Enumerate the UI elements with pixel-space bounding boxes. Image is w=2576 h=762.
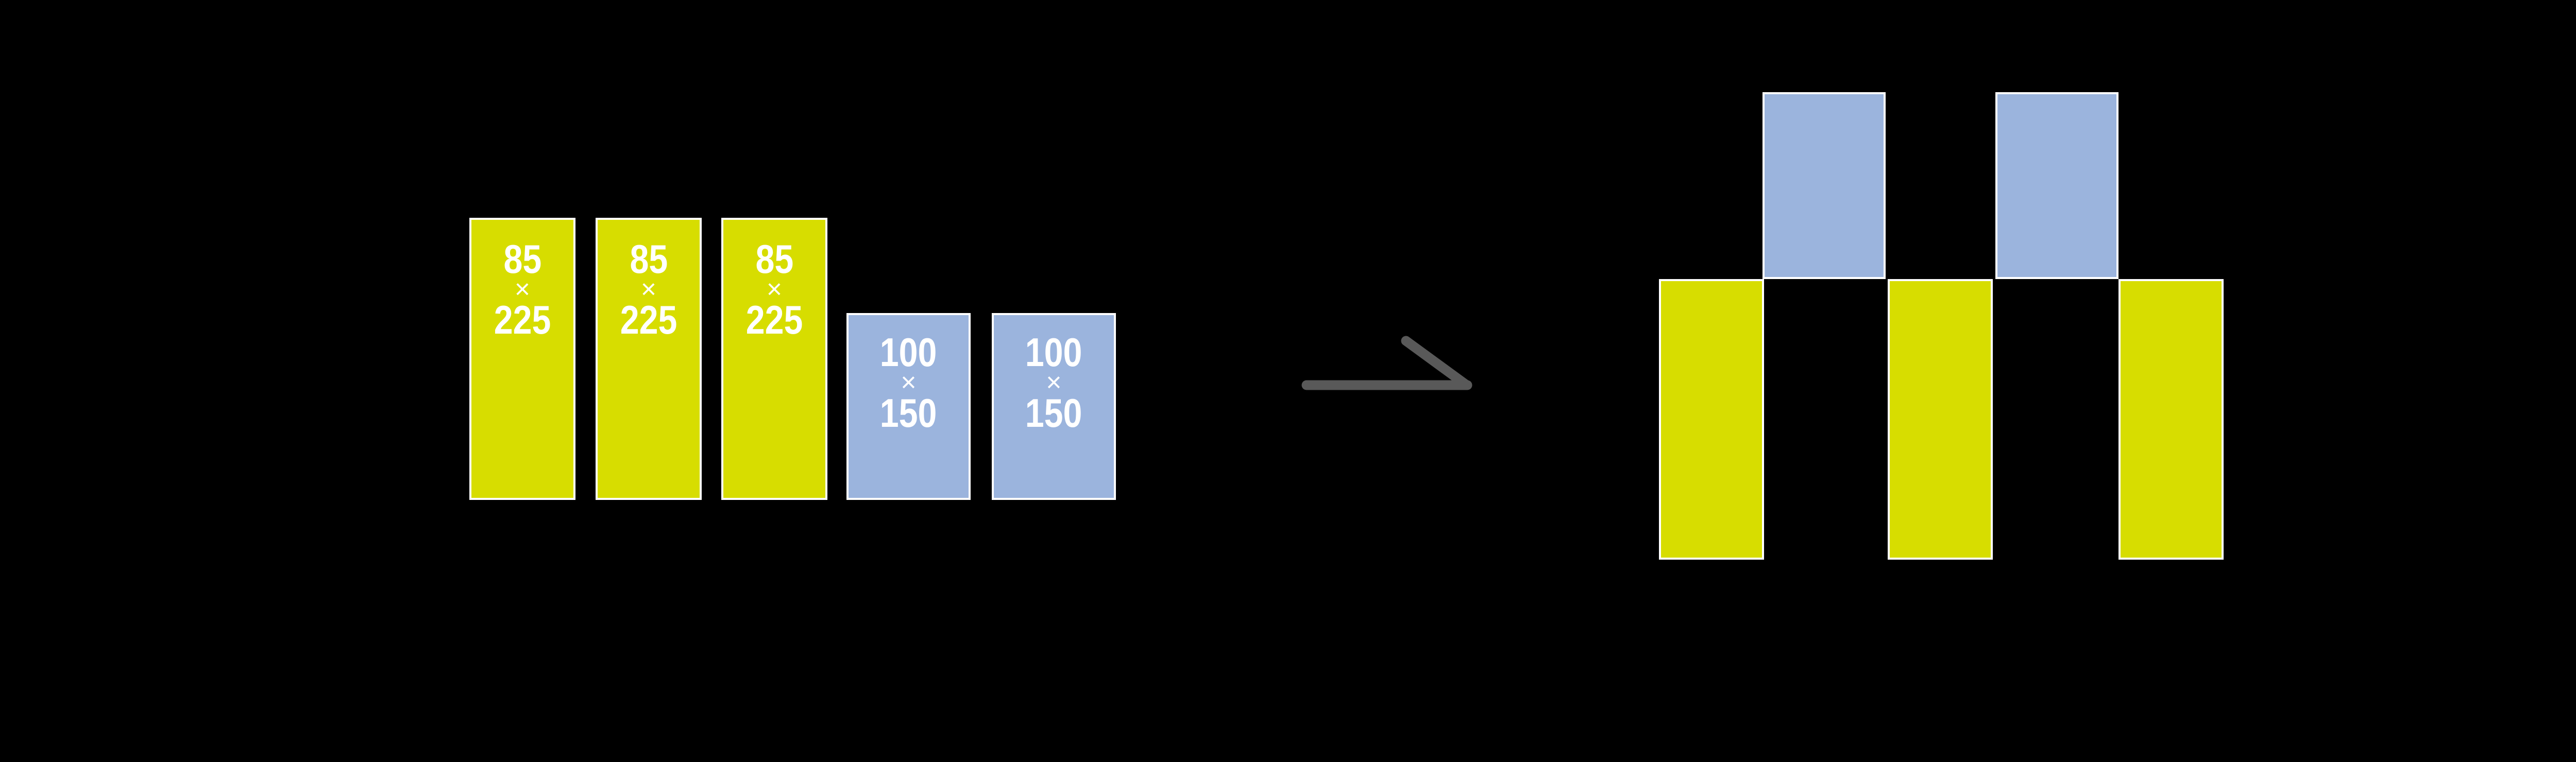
panel-height-value: 225 [745, 297, 803, 342]
panel-height-value: 150 [880, 390, 937, 436]
multiply-sign: × [901, 368, 917, 397]
packed-panel-blue-2 [1995, 92, 2119, 279]
panel-height-value: 225 [494, 297, 551, 342]
panel-height-value: 150 [1025, 390, 1082, 436]
packed-panel-yellow-2 [1888, 279, 1993, 560]
panel-dimension-label: 100 × 150 [875, 315, 942, 498]
panel-width-value: 100 [1025, 330, 1082, 375]
panel-width-value: 85 [755, 236, 793, 282]
panel-yellow-85x225-3: 85 × 225 [721, 218, 827, 500]
panel-dimension-label: 100 × 150 [1020, 315, 1087, 498]
panel-dimension-label: 85 × 225 [615, 220, 682, 498]
panel-width-value: 100 [880, 330, 937, 375]
multiply-sign: × [1046, 368, 1062, 397]
multiply-sign: × [514, 274, 531, 304]
panel-width-value: 85 [503, 236, 541, 282]
multiply-sign: × [640, 274, 657, 304]
panel-blue-100x150-1: 100 × 150 [846, 313, 971, 500]
packed-panel-blue-1 [1762, 92, 1886, 279]
panel-height-value: 225 [620, 297, 677, 342]
panel-dimension-label: 85 × 225 [489, 220, 556, 498]
panel-dimension-label: 85 × 225 [741, 220, 808, 498]
panel-yellow-85x225-1: 85 × 225 [469, 218, 575, 500]
packed-panel-yellow-1 [1659, 279, 1764, 560]
panel-blue-100x150-2: 100 × 150 [992, 313, 1116, 500]
panel-width-value: 85 [630, 236, 668, 282]
packed-panel-yellow-3 [2119, 279, 2224, 560]
multiply-sign: × [766, 274, 783, 304]
transform-arrow-icon [1301, 336, 1472, 390]
panel-yellow-85x225-2: 85 × 225 [596, 218, 702, 500]
